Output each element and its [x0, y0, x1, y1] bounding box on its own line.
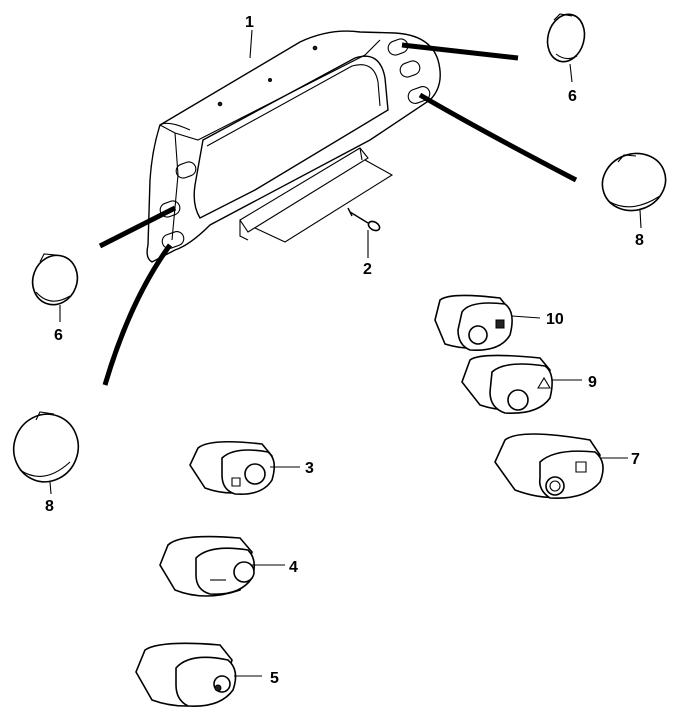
callout-8-right: 8	[635, 232, 644, 249]
leader-lines	[249, 29, 253, 59]
callout-9: 9	[588, 374, 597, 391]
callout-6-right: 6	[568, 88, 577, 105]
callout-8-left: 8	[45, 498, 54, 515]
blank-cap-8-left	[12, 411, 80, 495]
blank-cap-6-left	[31, 253, 79, 322]
callout-6-left: 6	[54, 327, 63, 344]
switch-9	[461, 354, 582, 415]
callout-10: 10	[546, 311, 564, 328]
callout-4: 4	[289, 559, 298, 576]
callout-5: 5	[270, 670, 279, 687]
switch-7	[494, 433, 628, 499]
switch-5	[135, 642, 262, 707]
blank-cap-8-right	[601, 152, 667, 229]
screw	[347, 207, 381, 258]
switch-3	[189, 440, 300, 496]
callout-1: 1	[245, 14, 254, 31]
callout-3: 3	[305, 460, 314, 477]
switch-10	[434, 294, 541, 352]
blank-cap-6-right	[546, 13, 586, 83]
switch-4	[159, 535, 285, 597]
callout-7: 7	[631, 451, 640, 468]
callout-2: 2	[363, 261, 372, 278]
switch-panel-housing	[146, 30, 441, 263]
wire-harness-leads	[98, 42, 578, 386]
